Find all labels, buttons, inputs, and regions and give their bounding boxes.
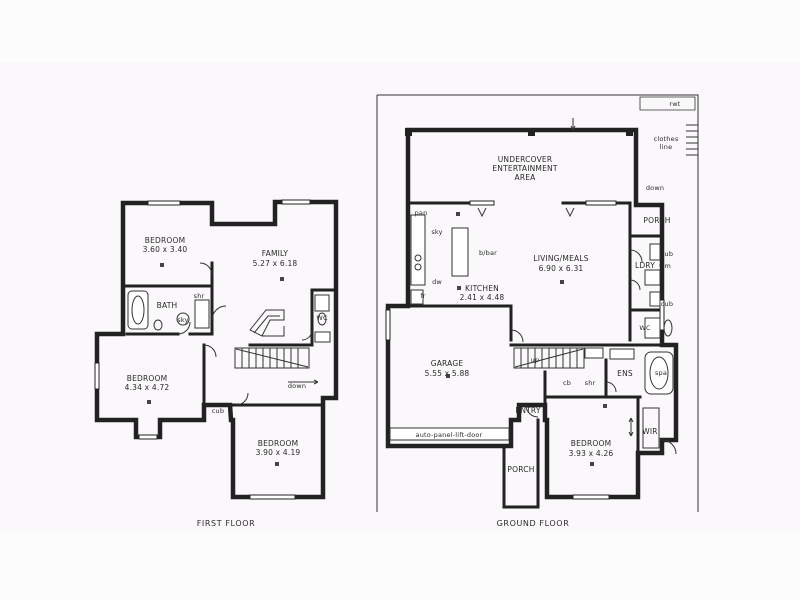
ff-bedroom-2-name: BEDROOM [127, 374, 168, 383]
ff-bath-name: BATH [157, 301, 178, 310]
gf-dw-label: dw [432, 278, 442, 286]
gf-wm-label: wm [659, 262, 671, 270]
gf-garage-name: GARAGE [431, 359, 464, 368]
gf-fr-label: fr [420, 292, 425, 300]
gf-garage-size: 5.55 x 5.88 [425, 369, 470, 378]
gf-kitchen-size: 2.41 x 4.48 [460, 293, 505, 302]
gf-cub-label-1: cub [661, 250, 673, 258]
ground-floor-outer-wall [385, 127, 679, 500]
gf-garage-door-label: auto-panel-lift-door [416, 431, 483, 439]
gf-bedroom-size: 3.93 x 4.26 [569, 449, 614, 458]
ff-family-size: 5.27 x 6.18 [253, 259, 298, 268]
ff-bedroom-2-size: 4.34 x 4.72 [125, 383, 170, 392]
ff-bedroom-3-name: BEDROOM [258, 439, 299, 448]
gf-pan-label: pan [415, 209, 428, 217]
ff-bedroom-3-size: 3.90 x 4.19 [256, 448, 301, 457]
gf-rear-porch-label: PORCH [643, 216, 670, 225]
gf-wir-label: WIR [642, 427, 657, 436]
first-floor-plan: BEDROOM 3.60 x 3.40 FAMILY 5.27 x 6.18 B… [94, 199, 339, 528]
ff-bedroom-1-size: 3.60 x 3.40 [143, 245, 188, 254]
gf-cb-label: cb [563, 379, 571, 387]
gf-entertainment-line3: AREA [514, 173, 536, 182]
gf-sky-label: sky [431, 228, 442, 236]
gf-entertainment-line2: ENTERTAINMENT [492, 164, 558, 173]
gf-living-name: LIVING/MEALS [533, 254, 588, 263]
gf-entertainment-line1: UNDERCOVER [498, 155, 553, 164]
gf-kitchen-name: KITCHEN [465, 284, 499, 293]
gf-down-label: down [646, 184, 664, 192]
gf-living-size: 6.90 x 6.31 [539, 264, 584, 273]
ff-family-name: FAMILY [262, 249, 289, 258]
ff-down-label: down [288, 382, 306, 390]
gf-wc-label: WC [639, 324, 651, 332]
gf-up-label: up [531, 356, 540, 364]
gf-entry-label: ENTRY [515, 406, 540, 415]
gf-spa-label: spa [655, 369, 667, 377]
gf-ensuite-label: ENS [617, 369, 633, 378]
first-floor-outer-wall [94, 199, 339, 500]
ff-sky-label: sky [177, 316, 188, 324]
ground-floor-plan: rwt clothes line UNDERCOVER ENTERTAINMEN… [376, 94, 699, 528]
first-floor-caption: FIRST FLOOR [197, 519, 256, 528]
gf-bbar-label: b/bar [479, 249, 497, 257]
gf-cub-label-2: cub [661, 300, 673, 308]
ff-wc-label: WC [316, 314, 328, 322]
ground-floor-caption: GROUND FLOOR [497, 519, 570, 528]
gf-front-porch-label: PORCH [507, 465, 534, 474]
gf-clothes-label: clothes [654, 135, 679, 143]
ff-bedroom-1-name: BEDROOM [145, 236, 186, 245]
gf-line-label: line [660, 143, 673, 151]
ff-cub-label: cub [212, 407, 224, 415]
ff-shr-label: shr [194, 292, 205, 300]
gf-shr-label: shr [585, 379, 596, 387]
gf-rwt-label: rwt [669, 100, 680, 108]
gf-bedroom-name: BEDROOM [571, 439, 612, 448]
gf-laundry-label: LDRY [635, 261, 655, 270]
